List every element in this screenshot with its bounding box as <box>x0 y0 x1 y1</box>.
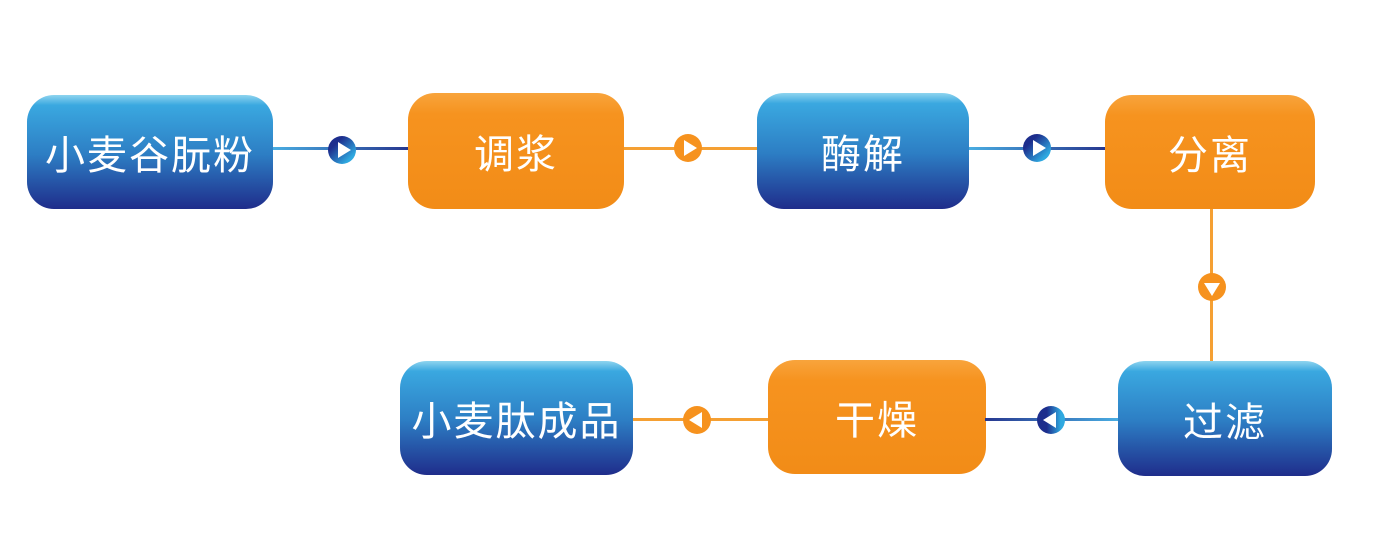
triangle-right-glyph <box>1032 140 1046 156</box>
arrow-down-icon <box>1198 273 1226 301</box>
triangle-left-glyph <box>688 412 702 428</box>
node-label: 过滤 <box>1183 400 1267 445</box>
arrow-right-icon <box>674 134 702 162</box>
node-label: 小麦肽成品 <box>411 400 622 444</box>
arrow-left-icon <box>1037 406 1065 434</box>
arrow-left-icon <box>683 406 711 434</box>
triangle-right-glyph <box>683 140 697 156</box>
arrow-right-icon <box>1023 134 1051 162</box>
triangle-right-glyph <box>337 142 351 158</box>
node-separation: 分离 <box>1105 95 1315 209</box>
node-enzymolysis: 酶解 <box>757 93 969 209</box>
node-label: 干燥 <box>835 399 919 443</box>
arrow-right-icon <box>328 136 356 164</box>
node-label: 分离 <box>1168 134 1252 178</box>
node-label: 酶解 <box>821 133 905 177</box>
node-wheat-gluten: 小麦谷朊粉 <box>27 95 273 209</box>
node-label: 小麦谷朊粉 <box>45 134 255 178</box>
node-slurry: 调浆 <box>408 93 624 209</box>
node-filtration: 过滤 <box>1118 361 1332 476</box>
node-label: 调浆 <box>474 133 558 177</box>
triangle-down-glyph <box>1204 282 1220 296</box>
node-product: 小麦肽成品 <box>400 361 633 475</box>
triangle-left-glyph <box>1042 412 1056 428</box>
node-drying: 干燥 <box>768 360 986 474</box>
